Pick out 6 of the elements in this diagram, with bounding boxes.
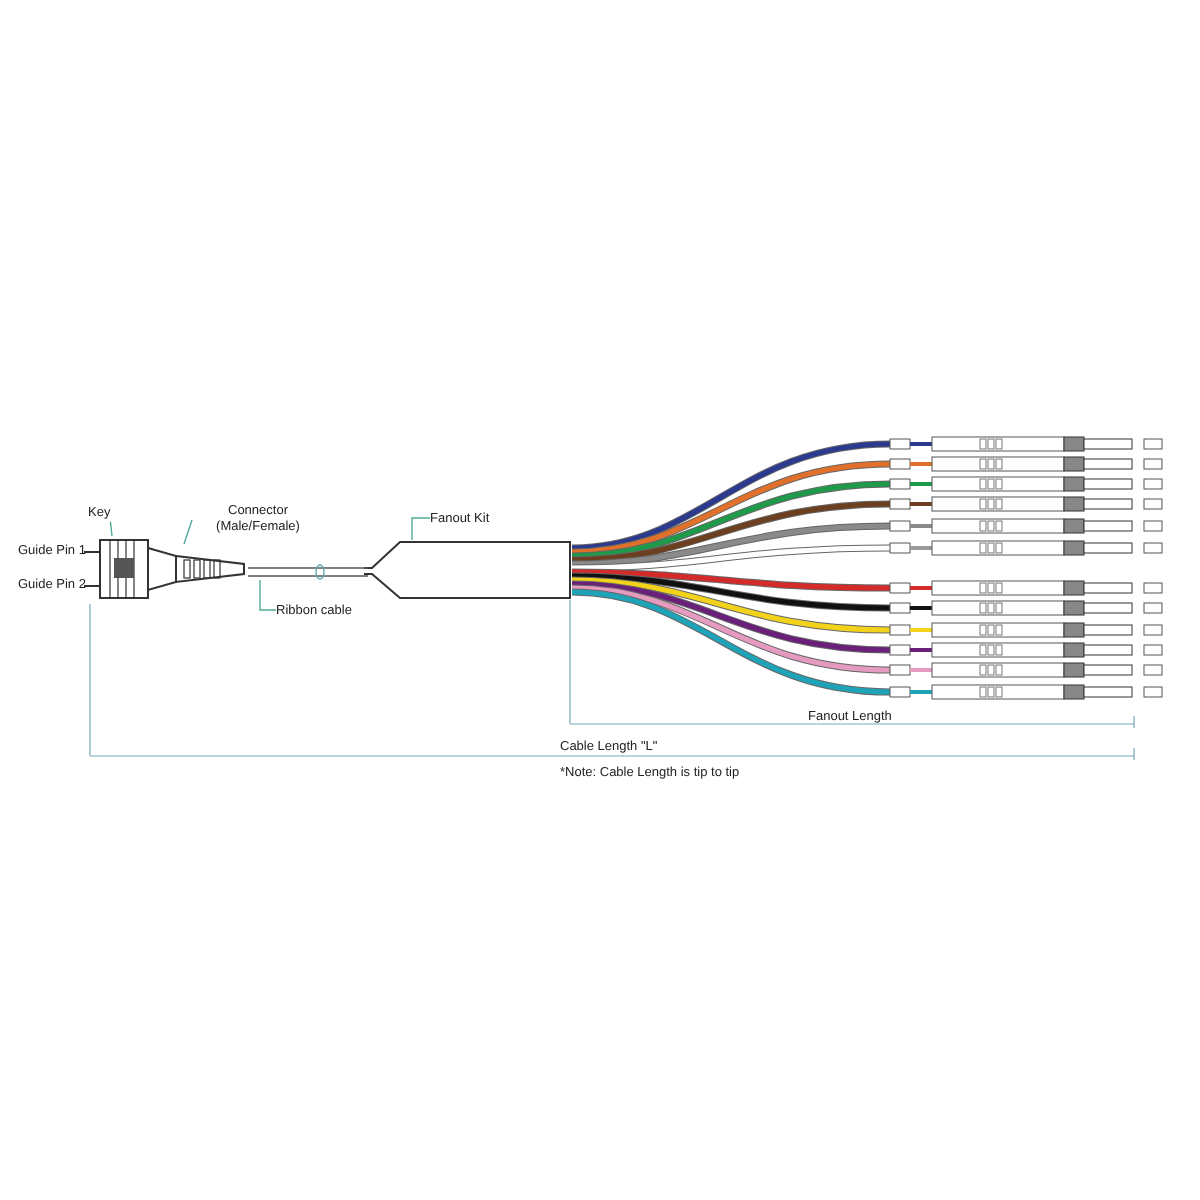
- leader-line: [109, 520, 113, 537]
- leader-line: [259, 579, 277, 611]
- ribbon-cable-drawing: [248, 564, 368, 580]
- leader-line: [183, 519, 193, 545]
- fanout-kit-drawing: [364, 540, 572, 600]
- leader-line: [411, 517, 431, 541]
